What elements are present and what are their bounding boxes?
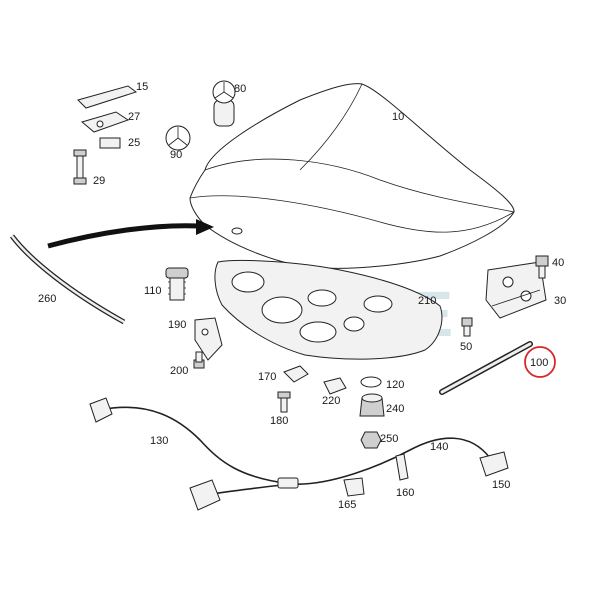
bracket-190 xyxy=(194,317,223,361)
callouts: 15 27 25 29 80 90 10 260 110 190 200 210… xyxy=(38,81,566,511)
callout-165: 165 xyxy=(338,499,356,511)
cable-handle-130 xyxy=(89,397,113,423)
callout-220: 220 xyxy=(322,395,340,407)
callout-29: 29 xyxy=(93,175,105,187)
bracket-27 xyxy=(80,111,130,133)
callout-210: 210 xyxy=(418,295,436,307)
callout-40: 40 xyxy=(552,257,564,269)
clip-220 xyxy=(323,377,347,395)
callout-120: 120 xyxy=(386,379,404,391)
callout-240: 240 xyxy=(386,403,404,415)
callout-30: 30 xyxy=(554,295,566,307)
badge-90 xyxy=(165,125,191,151)
nut-250 xyxy=(360,431,382,449)
callout-250: 250 xyxy=(380,433,398,445)
callout-15: 15 xyxy=(136,81,148,93)
screw-29 xyxy=(73,149,87,185)
callout-10: 10 xyxy=(392,111,404,123)
star-emblem-80 xyxy=(212,80,236,127)
callout-80: 80 xyxy=(234,83,246,95)
gas-strut-100 xyxy=(439,341,556,395)
hood-panel xyxy=(189,83,515,269)
bolt-50 xyxy=(461,317,473,337)
callout-100: 100 xyxy=(530,357,548,369)
callout-27: 27 xyxy=(128,111,140,123)
callout-200: 200 xyxy=(170,365,188,377)
callout-130: 130 xyxy=(150,435,168,447)
callout-140: 140 xyxy=(430,441,448,453)
callout-150: 150 xyxy=(492,479,510,491)
callout-90: 90 xyxy=(170,149,182,161)
trim-piece-15 xyxy=(77,85,138,109)
bolt-40 xyxy=(535,255,549,279)
spring-110 xyxy=(165,267,189,301)
highlight-circle xyxy=(524,346,556,378)
clip-25 xyxy=(99,137,121,149)
hood-insulation xyxy=(214,259,443,360)
callout-110: 110 xyxy=(144,285,162,297)
latch-handle-150 xyxy=(479,451,509,477)
callout-160: 160 xyxy=(396,487,414,499)
callout-260: 260 xyxy=(38,293,56,305)
callout-25: 25 xyxy=(128,137,140,149)
callout-50: 50 xyxy=(460,341,472,353)
hood-latch-30 xyxy=(485,261,547,319)
lever-165 xyxy=(189,477,365,511)
clip-160 xyxy=(395,453,409,481)
seal-strip xyxy=(10,234,126,325)
callout-180: 180 xyxy=(270,415,288,427)
bolt-200 xyxy=(193,351,205,369)
screw-180 xyxy=(277,391,291,413)
grommet-120 xyxy=(360,376,382,388)
buffer-240 xyxy=(359,393,385,417)
callout-190: 190 xyxy=(168,319,186,331)
cable-connector xyxy=(277,477,299,489)
callout-170: 170 xyxy=(258,371,276,383)
arrow-pointer xyxy=(47,219,214,249)
clip-170 xyxy=(283,365,309,383)
